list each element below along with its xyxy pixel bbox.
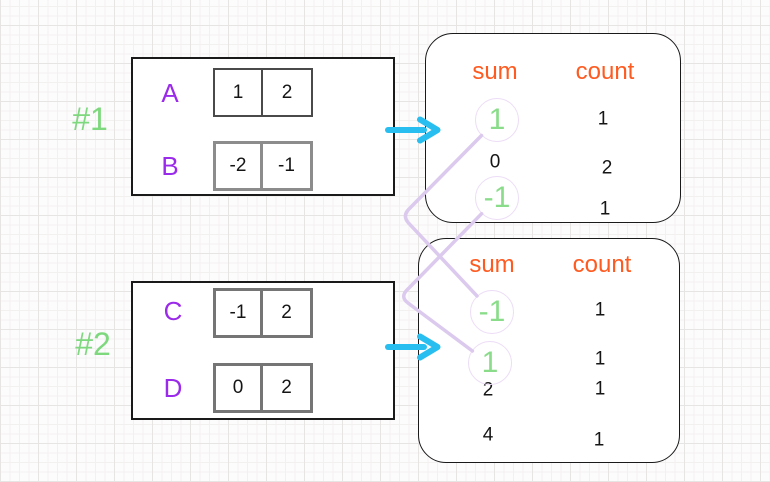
array-cell: 2 xyxy=(263,363,313,413)
count-value: 1 xyxy=(597,108,609,130)
sum-highlight-circle: 1 xyxy=(475,98,519,142)
count-value: 1 xyxy=(594,378,606,400)
sum-value: -1 xyxy=(483,181,511,214)
array-cell: 1 xyxy=(213,68,263,117)
array-b-cells: -2 -1 xyxy=(213,141,313,191)
count-value: 1 xyxy=(594,348,606,370)
example2-label: #2 xyxy=(75,326,111,362)
sum-value: 0 xyxy=(489,151,501,173)
count-value: 1 xyxy=(593,429,605,451)
count-header: count xyxy=(572,251,632,278)
sum-header: sum xyxy=(469,251,515,278)
array-b-name: B xyxy=(161,151,179,181)
array-c-name: C xyxy=(163,296,183,326)
array-cell: 2 xyxy=(263,288,313,338)
array-a-name: A xyxy=(161,78,179,108)
count-value: 1 xyxy=(594,299,606,321)
sum-value: 1 xyxy=(481,346,499,379)
sum-value: 1 xyxy=(488,103,506,136)
array-cell: -1 xyxy=(213,288,263,338)
array-cell: 0 xyxy=(213,363,263,413)
array-d-name: D xyxy=(163,373,183,403)
array-a-cells: 1 2 xyxy=(213,68,313,117)
count-value: 2 xyxy=(601,157,613,179)
array-cell: -1 xyxy=(263,141,313,191)
array-d-cells: 0 2 xyxy=(213,363,313,413)
sum-header: sum xyxy=(472,58,518,85)
sum-value: 2 xyxy=(482,379,494,401)
sum-value: 4 xyxy=(482,424,494,446)
sum-highlight-circle: -1 xyxy=(470,290,514,334)
sum-highlight-circle: -1 xyxy=(475,176,519,220)
sum-value: -1 xyxy=(478,295,506,328)
hashmap2-panel xyxy=(418,238,680,463)
array-c-cells: -1 2 xyxy=(213,288,313,338)
example1-label: #1 xyxy=(72,101,108,137)
array-cell: -2 xyxy=(213,141,263,191)
array-cell: 2 xyxy=(263,68,313,117)
count-value: 1 xyxy=(599,198,611,220)
sum-highlight-circle: 1 xyxy=(468,341,512,385)
count-header: count xyxy=(575,58,635,85)
hashmap1-panel xyxy=(425,33,681,223)
